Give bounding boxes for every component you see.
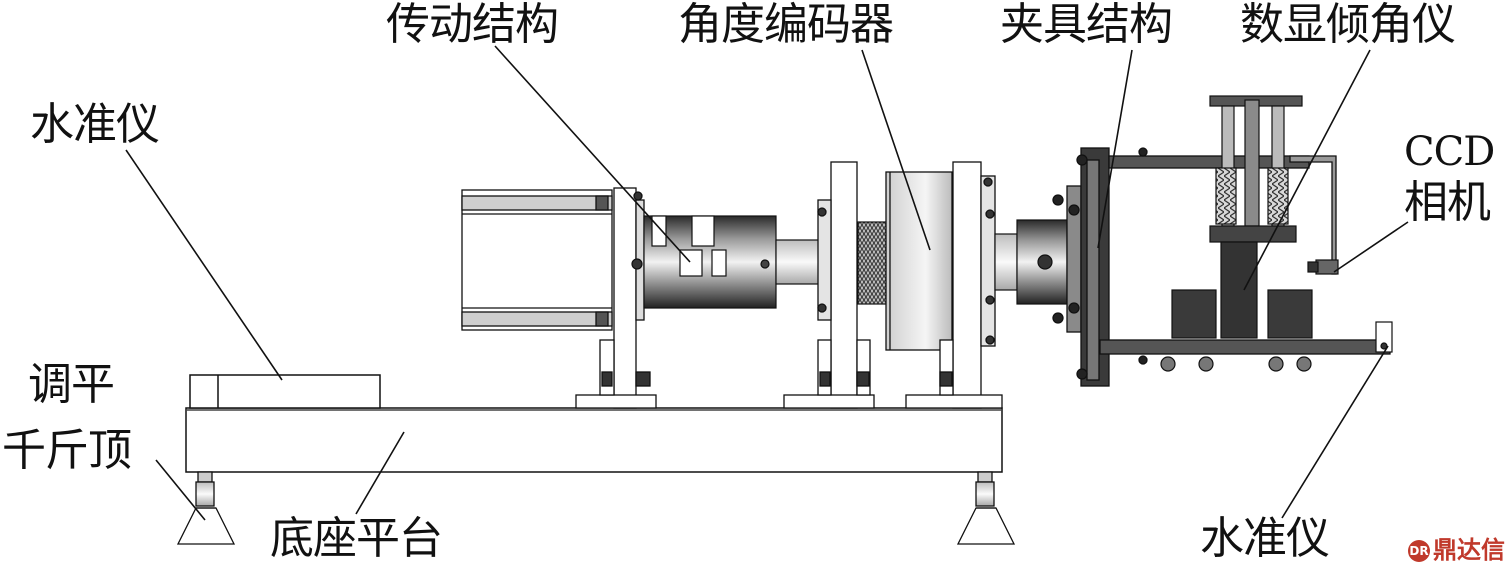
knurled-ring xyxy=(857,221,891,305)
clamp-hub xyxy=(1016,219,1068,305)
base-platform xyxy=(185,374,1003,473)
label-jack-line1: 调平 xyxy=(28,359,115,410)
label-level-left: 水准仪 xyxy=(30,99,160,150)
coupling xyxy=(631,215,777,309)
leader-lines xyxy=(125,45,1409,521)
label-ccd-line1: CCD xyxy=(1404,129,1495,175)
level-block-left xyxy=(189,374,381,409)
angle-encoder xyxy=(885,171,953,351)
digital-inclinometer xyxy=(1160,95,1313,372)
jack-left xyxy=(176,471,236,545)
middle-support-plate xyxy=(783,161,875,409)
jack-right xyxy=(956,471,1016,545)
shaft-right xyxy=(994,233,1018,291)
label-base: 底座平台 xyxy=(270,513,443,564)
label-fixture: 夹具结构 xyxy=(1000,0,1173,50)
label-level-right: 水准仪 xyxy=(1200,513,1330,564)
label-encoder: 角度编码器 xyxy=(678,0,894,50)
label-ccd-line2: 相机 xyxy=(1404,177,1491,228)
label-jack-line2: 千斤顶 xyxy=(2,425,132,476)
motor xyxy=(461,189,613,331)
watermark-logo-icon: DR xyxy=(1408,540,1430,562)
label-inclinometer: 数显倾角仪 xyxy=(1240,0,1456,50)
fixture-frame xyxy=(1052,147,1391,387)
label-transmission: 传动结构 xyxy=(386,0,559,50)
right-support-plate xyxy=(905,161,1003,409)
ccd-camera xyxy=(1307,259,1339,275)
watermark-text: 鼎达信 xyxy=(1433,536,1505,564)
level-block-right xyxy=(1375,321,1393,353)
